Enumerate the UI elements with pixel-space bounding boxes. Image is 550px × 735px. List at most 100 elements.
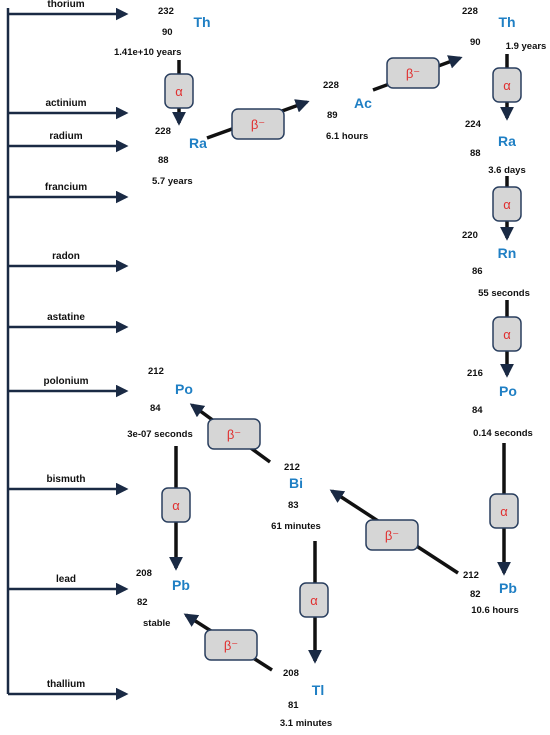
half-life: 3.1 minutes [280, 718, 332, 729]
atomic-number: 84 [472, 405, 483, 416]
beta-decay-box: β⁻ [386, 57, 440, 89]
atomic-number: 88 [158, 155, 169, 166]
mass-number: 224 [465, 119, 482, 130]
decay-box-shape [204, 629, 258, 661]
mass-number: 212 [463, 570, 479, 581]
element-label-thallium: thallium [47, 679, 85, 690]
nuclide-symbol: Rn [498, 245, 517, 261]
decay-box-shape [489, 493, 519, 529]
element-label-lead: lead [56, 574, 76, 585]
atomic-number: 90 [470, 37, 481, 48]
nuclide-tl208: Tl 208 81 3.1 minutes [280, 668, 332, 729]
nuclide-symbol: Pb [499, 580, 517, 596]
nuclide-symbol: Po [175, 381, 193, 397]
decay-box-shape [492, 67, 522, 103]
decay-type-label: α [503, 78, 511, 93]
atomic-number: 81 [288, 700, 299, 711]
nuclide-symbol: Tl [312, 682, 324, 698]
nuclide-symbol: Bi [289, 475, 303, 491]
element-label-radon: radon [52, 251, 80, 262]
element-label-francium: francium [45, 182, 87, 193]
alpha-decay-box: α [299, 582, 329, 618]
beta-decay-box: β⁻ [365, 519, 419, 551]
atomic-number: 90 [162, 27, 173, 38]
atomic-number: 82 [137, 597, 148, 608]
mass-number: 220 [462, 230, 478, 241]
mass-number: 212 [148, 366, 164, 377]
decay-box-shape [231, 108, 285, 140]
alpha-decay-box: α [492, 186, 522, 222]
decay-type-label: α [503, 327, 511, 342]
mass-number: 212 [284, 462, 300, 473]
half-life: 6.1 hours [326, 131, 368, 142]
half-life: 3.6 days [488, 165, 526, 176]
nuclide-symbol: Ra [189, 135, 207, 151]
mass-number: 228 [155, 126, 171, 137]
nuclide-symbol: Th [193, 14, 210, 30]
beta-decay-box: β⁻ [204, 629, 258, 661]
atomic-number: 82 [470, 589, 481, 600]
decay-type-label: β⁻ [385, 528, 399, 543]
nuclide-symbol: Th [498, 14, 515, 30]
half-life: 55 seconds [478, 288, 530, 299]
element-label-bismuth: bismuth [47, 474, 86, 485]
half-life: 1.9 years [506, 41, 547, 52]
nuclide-symbol: Po [499, 383, 517, 399]
half-life: 0.14 seconds [473, 428, 533, 439]
beta-decay-box: β⁻ [207, 418, 261, 450]
element-label-actinium: actinium [45, 98, 86, 109]
element-label-thorium: thorium [47, 0, 84, 10]
nuclide-po212: Po 212 84 3e-07 seconds [127, 366, 193, 440]
decay-box-shape [164, 73, 194, 109]
decay-type-label: α [310, 593, 318, 608]
nuclide-symbol: Ra [498, 133, 516, 149]
decay-box-shape [386, 57, 440, 89]
nuclide-th228: Th 228 90 1.9 years [462, 6, 546, 52]
alpha-decay-box: α [492, 67, 522, 103]
half-life: stable [143, 618, 170, 629]
decay-type-label: β⁻ [227, 427, 241, 442]
element-label-astatine: astatine [47, 312, 85, 323]
decay-type-label: β⁻ [224, 638, 238, 653]
atomic-number: 86 [472, 266, 483, 277]
mass-number: 228 [462, 6, 478, 17]
nuclide-symbol: Ac [354, 95, 372, 111]
decay-type-label: α [175, 84, 183, 99]
alpha-decay-box: α [164, 73, 194, 109]
nuclide-pb212: Pb 212 82 10.6 hours [463, 570, 519, 616]
decay-type-label: α [172, 498, 180, 513]
nuclide-ra228: Ra 228 88 5.7 years [152, 126, 207, 187]
half-life: 5.7 years [152, 176, 193, 187]
decay-type-label: β⁻ [406, 66, 420, 81]
atomic-number: 88 [470, 148, 481, 159]
mass-number: 232 [158, 6, 174, 17]
alpha-decay-box: α [489, 493, 519, 529]
decay-type-label: α [503, 197, 511, 212]
half-life: 3e-07 seconds [127, 429, 192, 440]
decay-box-shape [365, 519, 419, 551]
decay-box-shape [161, 487, 191, 523]
decay-box-shape [492, 186, 522, 222]
decay-box-shape [492, 316, 522, 352]
atomic-number: 89 [327, 110, 338, 121]
mass-number: 208 [136, 568, 152, 579]
half-life: 61 minutes [271, 521, 321, 532]
beta-decay-box: β⁻ [231, 108, 285, 140]
element-label-radium: radium [49, 131, 82, 142]
nuclide-rn220: Rn 220 86 55 seconds [462, 230, 530, 299]
decay-box-shape [207, 418, 261, 450]
mass-number: 228 [323, 80, 339, 91]
nuclide-ra224: Ra 224 88 3.6 days [465, 119, 526, 176]
mass-number: 208 [283, 668, 299, 679]
atomic-number: 84 [150, 403, 161, 414]
decay-type-label: α [500, 504, 508, 519]
nuclide-ac228: Ac 228 89 6.1 hours [323, 80, 372, 142]
half-life: 10.6 hours [471, 605, 519, 616]
element-label-polonium: polonium [44, 376, 89, 387]
alpha-decay-box: α [161, 487, 191, 523]
